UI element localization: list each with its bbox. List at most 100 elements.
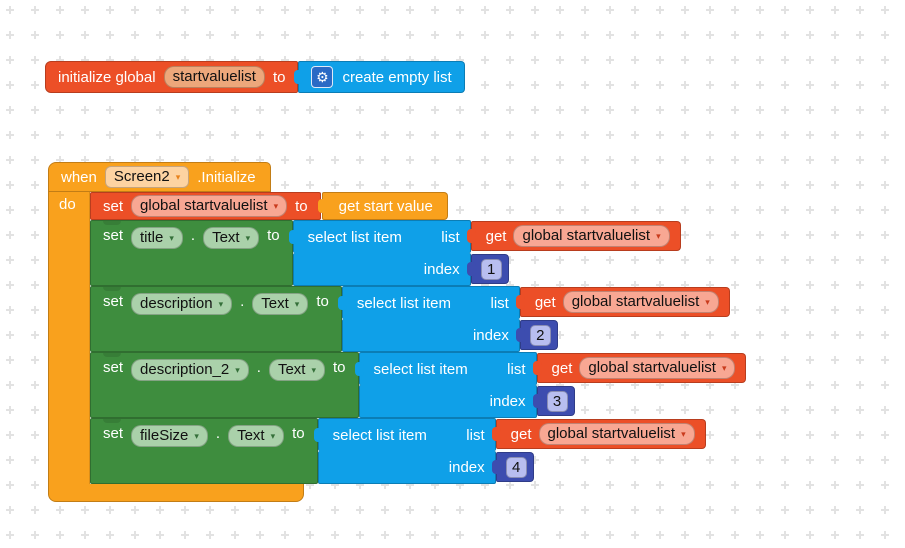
- to-label: to: [272, 68, 286, 86]
- set-property-block[interactable]: set description ▾ . Text ▾ to: [90, 286, 342, 352]
- statement-row: set description_2▾ . Text▾ to select lis…: [90, 352, 747, 418]
- dropdown-arrow-icon: ▾: [169, 232, 174, 243]
- dropdown-arrow-icon: ▾: [721, 362, 727, 373]
- dot-label: .: [215, 425, 221, 442]
- number-input[interactable]: 1: [480, 258, 502, 280]
- property-dropdown[interactable]: Text ▾: [252, 293, 309, 315]
- component-dropdown[interactable]: description_2 ▾: [131, 359, 249, 381]
- number-block[interactable]: 3: [536, 386, 575, 416]
- dropdown-arrow-icon: ▾: [294, 298, 300, 309]
- dropdown-arrow-icon: ▾: [656, 230, 661, 241]
- statement-row: set title▾ . Text▾ to select list item l…: [90, 220, 681, 286]
- property-dropdown-value: Text: [212, 229, 240, 246]
- select-list-item-block[interactable]: select list item list: [341, 286, 520, 319]
- variable-dropdown-value: global startvaluelist: [522, 227, 651, 244]
- variable-name-field[interactable]: startvaluelist: [163, 66, 265, 88]
- dot-label: .: [240, 293, 245, 310]
- component-dropdown-value: description: [140, 295, 213, 312]
- get-start-value-block[interactable]: get start value: [321, 192, 448, 220]
- select-list-item-label: select list item: [307, 228, 402, 246]
- number-block[interactable]: 2: [519, 320, 558, 350]
- select-list-item-label: select list item: [356, 294, 452, 312]
- number-block[interactable]: 4: [495, 452, 534, 482]
- component-dropdown[interactable]: title ▾: [131, 227, 183, 249]
- when-label: when: [61, 168, 97, 186]
- variable-dropdown[interactable]: global startvaluelist ▾: [579, 357, 736, 379]
- select-list-item-unit: select list item list get global startva…: [292, 220, 681, 286]
- select-list-item-block[interactable]: select list item list: [292, 220, 471, 253]
- set-label: set: [103, 359, 124, 376]
- variable-dropdown-value: global startvaluelist: [140, 197, 268, 214]
- to-label: to: [295, 197, 308, 215]
- component-dropdown-value: fileSize: [140, 427, 189, 444]
- index-label: index: [448, 458, 485, 476]
- variable-dropdown[interactable]: global startvaluelist▾: [538, 423, 695, 445]
- property-dropdown-value: Text: [261, 295, 289, 312]
- property-dropdown-value: Text: [277, 361, 306, 378]
- select-list-item-label: select list item: [332, 426, 427, 444]
- dropdown-arrow-icon: ▾: [218, 298, 224, 309]
- create-empty-list-label: create empty list: [342, 68, 452, 86]
- do-label: do: [59, 196, 76, 213]
- select-list-item-block[interactable]: select list item list: [358, 352, 537, 385]
- property-dropdown[interactable]: Text▾: [268, 359, 325, 381]
- number-input[interactable]: 3: [546, 390, 568, 412]
- select-list-item-unit: select list item list get global startva…: [317, 418, 706, 484]
- component-dropdown-value: description_2: [140, 361, 230, 378]
- select-list-item-block[interactable]: select list item list: [317, 418, 496, 451]
- dropdown-arrow-icon: ▾: [194, 430, 199, 441]
- to-label: to: [333, 359, 346, 376]
- when-header[interactable]: when Screen2 ▾ .Initialize: [48, 162, 271, 192]
- index-slot: index: [292, 253, 471, 286]
- variable-dropdown[interactable]: global startvaluelist ▾: [562, 291, 719, 313]
- variable-dropdown[interactable]: global startvaluelist ▾: [513, 225, 670, 247]
- variable-dropdown-value: global startvaluelist: [571, 293, 700, 310]
- to-label: to: [292, 425, 305, 442]
- dropdown-arrow-icon: ▾: [705, 296, 710, 307]
- screen-dropdown[interactable]: Screen2 ▾: [104, 166, 190, 188]
- set-property-block[interactable]: set title▾ . Text▾ to: [90, 220, 293, 286]
- gear-icon: ⚙: [316, 69, 329, 85]
- create-empty-list-block[interactable]: ⚙ create empty list: [298, 61, 465, 93]
- property-dropdown[interactable]: Text▾: [228, 425, 285, 447]
- index-label: index: [489, 392, 526, 410]
- component-dropdown-value: title: [140, 229, 164, 246]
- dot-label: .: [256, 359, 261, 376]
- do-slot: do: [48, 192, 90, 484]
- get-variable-block[interactable]: get global startvaluelist▾: [495, 419, 706, 449]
- property-dropdown[interactable]: Text▾: [203, 227, 260, 249]
- number-input[interactable]: 4: [505, 456, 527, 478]
- list-label: list: [441, 228, 460, 246]
- set-label: set: [103, 293, 124, 310]
- when-screen-initialize-block[interactable]: when Screen2 ▾ .Initialize do set global…: [48, 162, 747, 502]
- initialize-global-block[interactable]: initialize global startvaluelist to: [45, 61, 299, 93]
- initialize-global-group: initialize global startvaluelist to ⚙ cr…: [45, 61, 465, 93]
- set-variable-block[interactable]: set global startvaluelist ▾ to: [90, 192, 321, 220]
- variable-dropdown[interactable]: global startvaluelist ▾: [131, 195, 288, 217]
- select-list-item-unit: select list item list get global startva…: [358, 352, 747, 418]
- variable-dropdown-value: global startvaluelist: [588, 359, 716, 376]
- get-variable-block[interactable]: get global startvaluelist▾: [470, 221, 681, 251]
- get-variable-block[interactable]: get global startvaluelist▾: [519, 287, 730, 317]
- property-dropdown-value: Text: [237, 427, 265, 444]
- dot-label: .: [190, 227, 196, 244]
- number-input[interactable]: 2: [529, 324, 551, 346]
- mutator-gear-button[interactable]: ⚙: [311, 66, 334, 88]
- component-dropdown[interactable]: description ▾: [131, 293, 233, 315]
- select-list-item-unit: select list item list get global startva…: [341, 286, 730, 352]
- number-block[interactable]: 1: [470, 254, 509, 284]
- list-label: list: [490, 294, 509, 312]
- dropdown-arrow-icon: ▾: [681, 428, 686, 439]
- dropdown-arrow-icon: ▾: [235, 364, 240, 375]
- screen-dropdown-value: Screen2: [113, 168, 170, 185]
- set-property-block[interactable]: set fileSize▾ . Text▾ to: [90, 418, 318, 484]
- index-label: index: [423, 260, 460, 278]
- dropdown-arrow-icon: ▾: [273, 200, 279, 211]
- to-label: to: [267, 227, 280, 244]
- get-variable-block[interactable]: get global startvaluelist▾: [536, 353, 747, 383]
- to-label: to: [316, 293, 329, 310]
- get-start-value-label: get start value: [338, 197, 433, 215]
- component-dropdown[interactable]: fileSize ▾: [131, 425, 208, 447]
- set-property-block[interactable]: set description_2 ▾ . Text▾ to: [90, 352, 359, 418]
